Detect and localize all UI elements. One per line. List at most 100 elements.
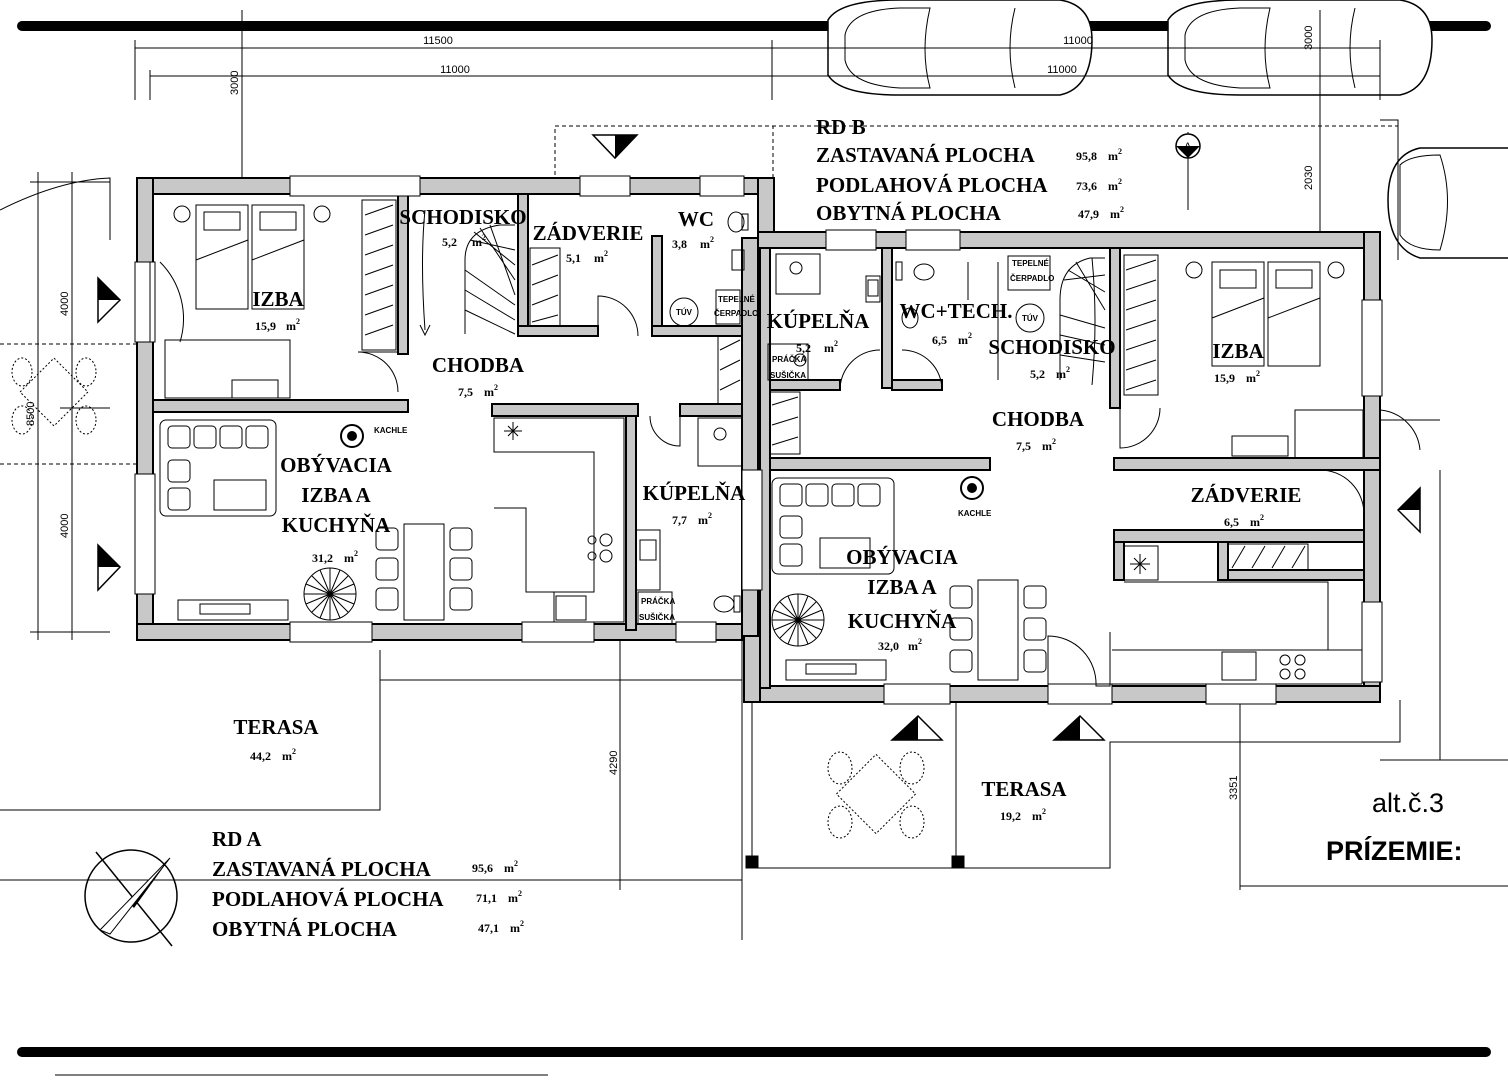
room-area: 5,2 <box>442 235 457 249</box>
room-area-unit: m2 <box>594 249 608 265</box>
canopy-outline <box>554 125 774 182</box>
area-exponent: 2 <box>1052 437 1056 446</box>
area-exponent: 2 <box>1042 807 1046 816</box>
room-label: OBÝVACIA IZBA A KUCHYŇA 32,0 m2 <box>846 545 958 653</box>
legend-title: RD A <box>212 827 262 851</box>
heat-pump-label: ČERPADLO <box>714 309 758 318</box>
dimension-label: 3000 <box>229 71 241 95</box>
kachle-label: KACHLE <box>374 426 408 435</box>
room-area: 5,1 <box>566 251 581 265</box>
sofa-icon <box>159 419 289 621</box>
legend-row-label: PODLAHOVÁ PLOCHA <box>816 173 1048 197</box>
dimension-label: 4000 <box>59 292 71 316</box>
room-name: KUCHYŇA <box>848 609 957 633</box>
bed-icon <box>173 204 1345 367</box>
room-label: IZBA 15,9 m2 <box>252 287 304 333</box>
room-label: ZÁDVERIE 6,5 m2 <box>1191 483 1302 529</box>
legend-rd-b: RD B ZASTAVANÁ PLOCHA 95,8 m2 PODLAHOVÁ … <box>816 115 1124 225</box>
room-area-unit: m2 <box>958 331 972 347</box>
area-exponent: 2 <box>292 747 296 756</box>
room-area: 5,2 <box>796 341 811 355</box>
room-label: OBÝVACIA IZBA A KUCHYŇA 31,2 m2 <box>280 453 392 565</box>
wardrobe <box>361 199 1309 571</box>
kitchen-counter <box>1112 545 1363 685</box>
room-name: OBÝVACIA <box>846 545 958 569</box>
legend-row-value: 95,6 <box>472 861 493 875</box>
stove-icon <box>340 424 364 448</box>
plant-icon <box>303 567 357 621</box>
area-exponent: 2 <box>834 339 838 348</box>
room-name: CHODBA <box>432 353 525 377</box>
dimension-label: 11000 <box>1047 64 1077 76</box>
sofa-icon <box>771 477 895 681</box>
washer-label: PRÁČKA <box>641 597 675 606</box>
area-exponent: 2 <box>354 549 358 558</box>
room-area: 44,2 <box>250 749 271 763</box>
area-exponent: 2 <box>918 637 922 646</box>
legend-row-unit: m2 <box>510 919 524 935</box>
room-name: TERASA <box>233 715 319 739</box>
dimension-label: 2030 <box>1303 166 1315 190</box>
room-name: OBÝVACIA <box>280 453 392 477</box>
dimension-lines <box>30 10 1381 890</box>
room-label: KÚPELŇA 7,7 m2 <box>643 481 747 527</box>
room-name: KÚPELŇA <box>643 481 747 505</box>
room-area-unit: m2 <box>1250 513 1264 529</box>
legend-row-unit: m2 <box>1108 177 1122 193</box>
tuv-label: TÚV <box>676 308 693 317</box>
section-marker-icon <box>1175 132 1201 210</box>
area-exponent: 2 <box>1118 147 1122 156</box>
area-exponent: 2 <box>520 919 524 928</box>
room-area-unit: m2 <box>1246 369 1260 385</box>
room-area: 7,5 <box>1016 439 1031 453</box>
legend-row-label: OBYTNÁ PLOCHA <box>816 201 1002 225</box>
kitchen-counter <box>493 417 625 623</box>
room-area-unit: m2 <box>344 549 358 565</box>
room-name: TERASA <box>981 777 1067 801</box>
legend-title: RD B <box>816 115 866 139</box>
room-name: SCHODISKO <box>399 205 526 229</box>
heat-pump-label: TEPELNÉ <box>718 295 756 304</box>
washer-label: PRÁČKA <box>772 355 806 364</box>
dryer-label: SUŠIČKA <box>770 371 806 380</box>
room-label: WC 3,8 m2 <box>672 207 714 251</box>
garden-table <box>11 357 925 839</box>
room-area-unit: m2 <box>472 233 486 249</box>
room-area-unit: m2 <box>824 339 838 355</box>
entrance-marker-icon <box>97 134 1421 741</box>
room-label: TERASA 19,2 m2 <box>981 777 1067 823</box>
heat-pump-label: TEPELNÉ <box>1012 259 1050 268</box>
legend-row-label: ZASTAVANÁ PLOCHA <box>212 857 432 881</box>
room-area-unit: m2 <box>1042 437 1056 453</box>
legend-rd-a: RD A ZASTAVANÁ PLOCHA 95,6 m2 PODLAHOVÁ … <box>212 827 524 941</box>
area-exponent: 2 <box>482 233 486 242</box>
area-exponent: 2 <box>708 511 712 520</box>
dimension-label: 11500 <box>423 35 453 47</box>
area-exponent: 2 <box>1066 365 1070 374</box>
legend-row-value: 47,1 <box>478 921 499 935</box>
room-name: KÚPELŇA <box>767 309 871 333</box>
room-name: ZÁDVERIE <box>1191 483 1302 507</box>
room-area: 5,2 <box>1030 367 1045 381</box>
tuv-label: TÚV <box>1022 314 1039 323</box>
legend-row-unit: m2 <box>1108 147 1122 163</box>
house-b-windows <box>741 229 1383 705</box>
room-name: IZBA A <box>867 575 937 599</box>
legend-row-label: OBYTNÁ PLOCHA <box>212 917 398 941</box>
room-area: 7,7 <box>672 513 687 527</box>
room-area-unit: m2 <box>1056 365 1070 381</box>
room-area-unit: m2 <box>282 747 296 763</box>
dimension-label: 4000 <box>59 514 71 538</box>
room-area: 32,0 <box>878 639 899 653</box>
car-icon <box>1387 147 1508 259</box>
dimension-label: 4290 <box>608 751 620 775</box>
room-area-unit: m2 <box>700 235 714 251</box>
dining-table <box>375 523 473 621</box>
legend-row-value: 71,1 <box>476 891 497 905</box>
room-area: 6,5 <box>1224 515 1239 529</box>
door <box>149 261 681 447</box>
heat-pump-label: ČERPADLO <box>1010 274 1054 283</box>
room-area: 3,8 <box>672 237 687 251</box>
room-name: IZBA A <box>301 483 371 507</box>
area-exponent: 2 <box>1260 513 1264 522</box>
